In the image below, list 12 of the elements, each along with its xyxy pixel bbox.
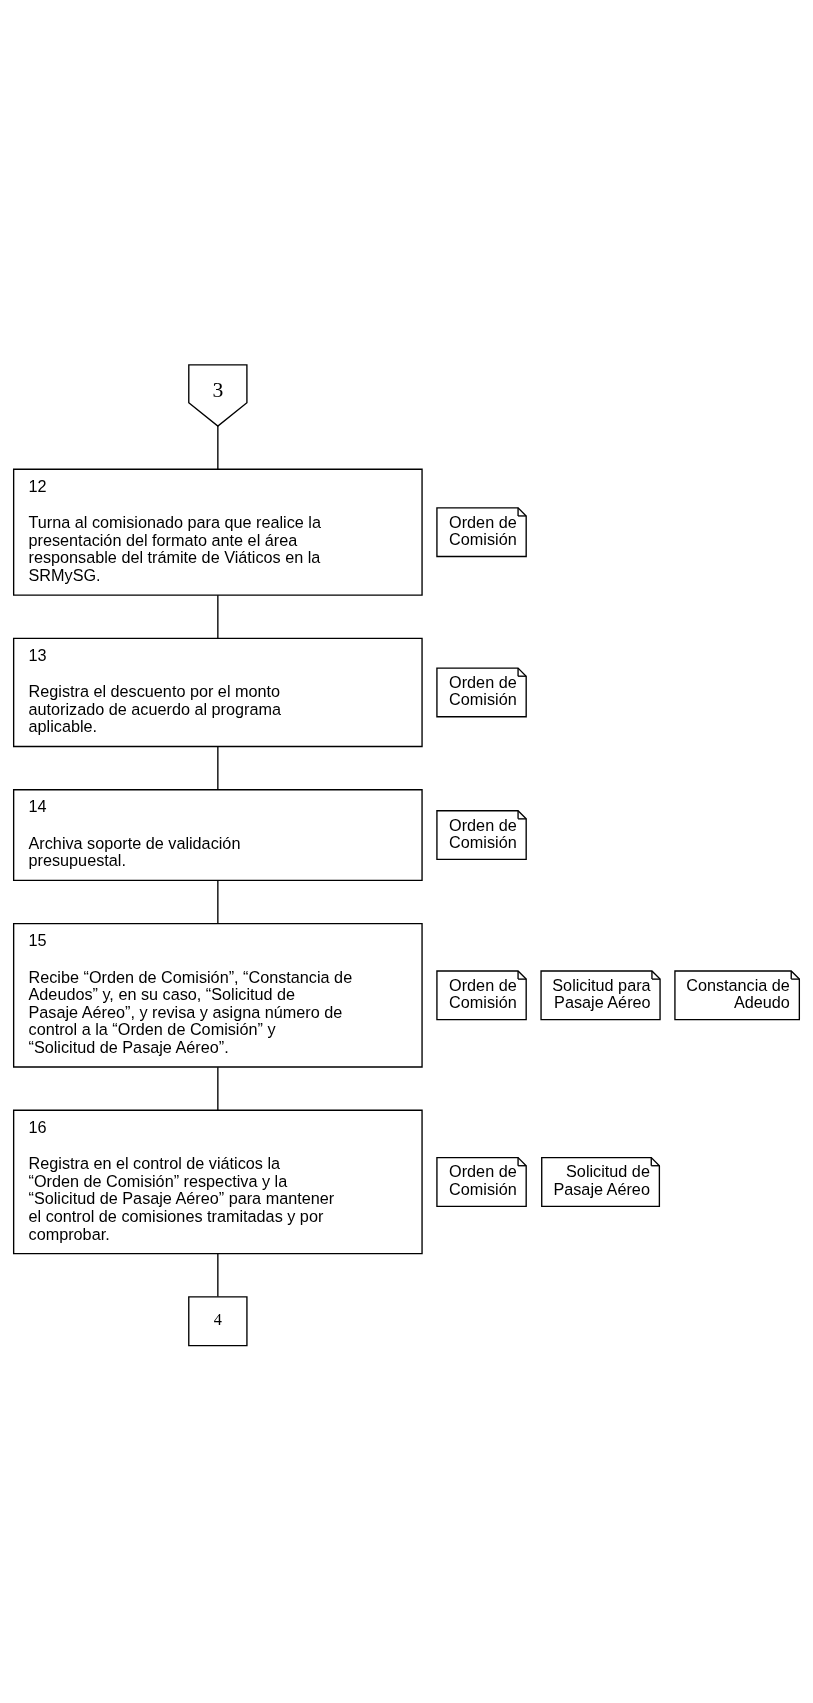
- node-box: 16 Registra en el control de viáticos la “Orden de Comisión” respectiva y la “Solicitud de Pasaje Aéreo” para mantener el control de comisiones tramitadas y por comprobar.: [13, 1109, 423, 1254]
- node-box: 15 Recibe “Orden de Comisión”, “Constancia de Adeudos” y, en su caso, “Solicitud de Pasaje Aéreo”, y revisa y asigna número de control a la “Orden de Comisión” y “Solicitud de Pasaje Aéreo”.: [13, 922, 423, 1068]
- connector: [217, 1066, 219, 1111]
- connector: [217, 879, 219, 924]
- connector: [217, 594, 219, 639]
- connector: [217, 745, 219, 790]
- connector: [217, 1252, 219, 1297]
- node-box: 4: [188, 1295, 248, 1346]
- connector: [217, 424, 219, 470]
- node-box: 13 Registra el descuento por el monto autorizado de acuerdo al programa aplicable.: [13, 637, 423, 747]
- node-box: 12 Turna al comisionado para que realice la presentación del formato ante el área responsable del trámite de Viáticos en la SRMySG.: [13, 468, 423, 596]
- node-box: 14 Archiva soporte de validación presupuestal.: [13, 788, 423, 881]
